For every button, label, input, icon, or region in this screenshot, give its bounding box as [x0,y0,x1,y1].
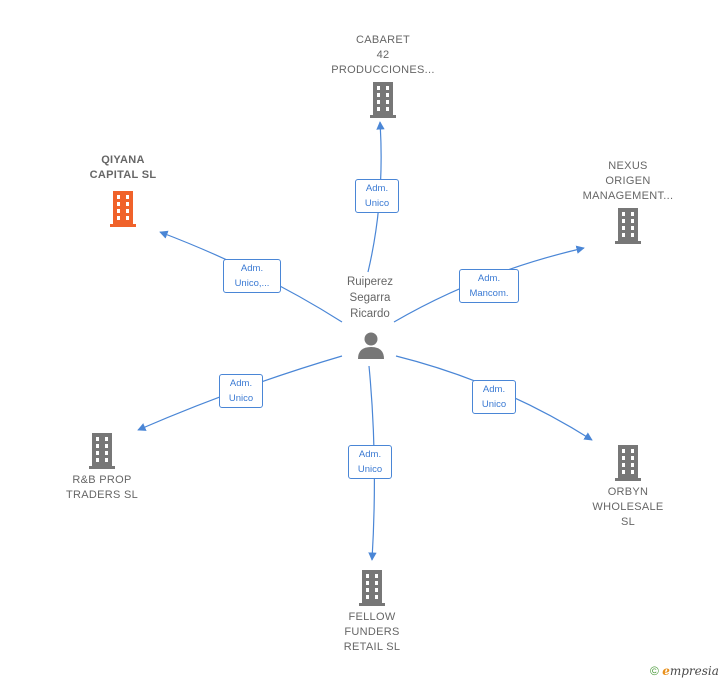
company-name: QIYANA CAPITAL SL [89,154,157,181]
building-icon [89,433,115,469]
relation-label-rb[interactable]: Adm. Unico [219,374,263,408]
building-icon [359,570,385,606]
empresia-watermark: © empresia [650,664,719,678]
relation-label-qiyana[interactable]: Adm. Unico,... [223,259,281,293]
building-icon [110,191,136,227]
company-node-nexus[interactable]: NEXUS ORIGEN MANAGEMENT... [566,159,690,244]
person-name[interactable]: Ruiperez Segarra Ricardo [346,276,394,320]
company-node-cabaret[interactable]: CABARET 42 PRODUCCIONES... [318,33,448,118]
company-node-fellow[interactable]: FELLOW FUNDERS RETAIL SL [310,570,434,655]
building-icon [615,445,641,481]
company-name: FELLOW FUNDERS RETAIL SL [343,611,401,653]
company-node-qiyana[interactable]: QIYANA CAPITAL SL [60,153,186,227]
company-name: NEXUS ORIGEN MANAGEMENT... [582,160,674,202]
copyright-icon: © [650,664,659,678]
relation-label-cabaret[interactable]: Adm. Unico [355,179,399,213]
company-node-orbyn[interactable]: ORBYN WHOLESALE SL [566,445,690,530]
company-name: R&B PROP TRADERS SL [65,474,139,501]
relation-label-orbyn[interactable]: Adm. Unico [472,380,516,414]
relation-label-nexus[interactable]: Adm. Mancom. [459,269,519,303]
brand-logo: empresia [662,664,719,678]
building-icon [615,208,641,244]
company-name: CABARET 42 PRODUCCIONES... [331,34,435,76]
relation-label-fellow[interactable]: Adm. Unico [348,445,392,479]
person-icon[interactable] [356,330,386,365]
building-icon [370,82,396,118]
company-name: ORBYN WHOLESALE SL [592,486,664,528]
company-node-rb[interactable]: R&B PROP TRADERS SL [40,433,164,503]
